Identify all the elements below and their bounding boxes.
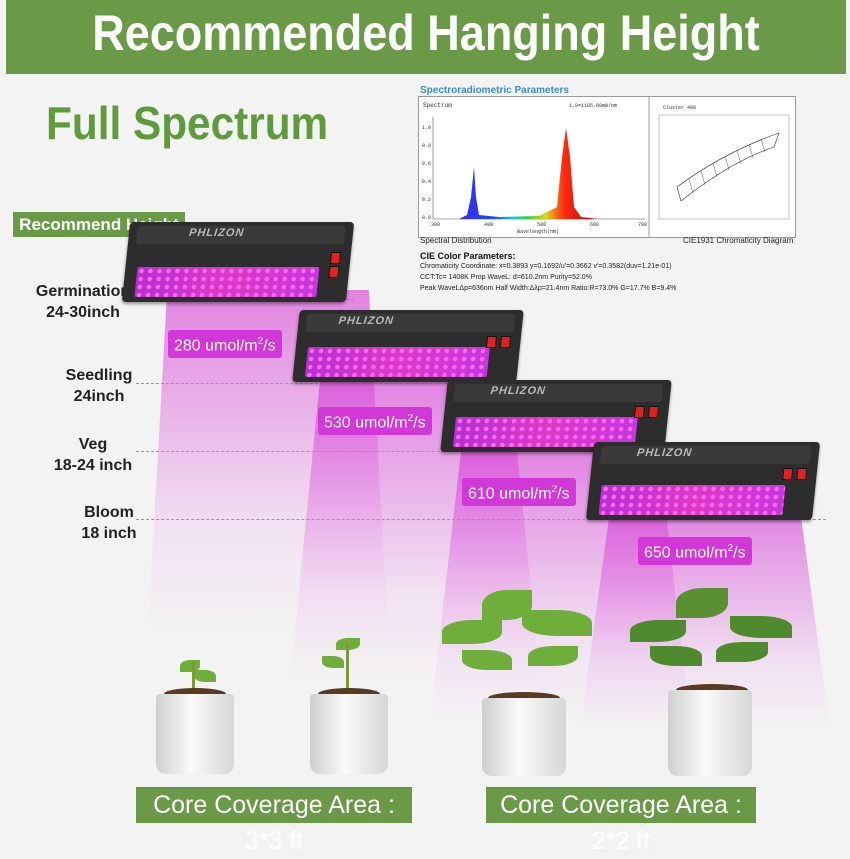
stage-seedling: Seedling 24inch: [34, 365, 164, 407]
x-tick: 380: [431, 222, 440, 228]
height-guide-line: [136, 451, 670, 452]
y-tick: 0.0: [422, 215, 431, 221]
coverage-area-label: Core Coverage Area : 2*2 ft: [486, 787, 756, 855]
full-spectrum-heading: Full Spectrum: [46, 97, 329, 149]
ppfd-badge: 650 umol/m2/s: [638, 537, 752, 566]
stage-name: Veg: [78, 436, 108, 453]
y-tick: 0.8: [422, 143, 431, 149]
plant-pot: [156, 694, 234, 774]
cie-label: Cluster 400: [663, 105, 696, 111]
stage-germination: Germination 24-30inch: [18, 281, 148, 323]
grow-light-2: PHLIZON: [292, 310, 524, 382]
plant-pot: [668, 690, 752, 776]
coverage-area-label: Core Coverage Area : 3*3 ft: [136, 787, 412, 855]
spectral-caption: Spectral Distribution: [420, 236, 492, 245]
height-guide-line: [136, 383, 522, 384]
brand-logo: PHLIZON: [489, 385, 547, 397]
stage-height: 24-30inch: [46, 304, 120, 321]
cie-line: Chromaticity Coordinate: x=0.3893 y=0.16…: [420, 263, 672, 270]
x-axis-label: Wavelength(nm): [517, 229, 559, 235]
spectrum-label: Spectrum: [423, 102, 452, 109]
plant-pot: [482, 698, 566, 776]
y-tick: 0.4: [422, 179, 431, 185]
spectro-title: Spectroradiometric Parameters: [420, 85, 569, 96]
veg-plant: [432, 580, 602, 780]
ppfd-badge: 610 umol/m2/s: [462, 478, 576, 507]
seedling-plant-2: [302, 630, 392, 780]
cie-locus: [676, 132, 780, 202]
y-tick: 0.6: [422, 161, 431, 167]
grow-light-4: PHLIZON: [585, 442, 821, 520]
ppfd-badge: 530 umol/m2/s: [318, 407, 432, 436]
stage-height: 24inch: [73, 388, 125, 405]
stage-height: 18 inch: [81, 525, 137, 542]
title-banner: [6, 0, 846, 74]
stage-veg: Veg 18-24 inch: [28, 434, 158, 476]
brand-logo: PHLIZON: [636, 447, 693, 459]
y-tick: 1.0: [422, 125, 431, 131]
stage-name: Germination: [35, 283, 131, 300]
ppfd-badge: 280 umol/m2/s: [168, 330, 282, 359]
cie-line: CCT:Tc= 1408K Prop WaveL: d=610.2nm Puri…: [420, 274, 592, 281]
brand-logo: PHLIZON: [188, 227, 245, 239]
bloom-plant: [620, 580, 800, 780]
grow-light-1: PHLIZON: [121, 222, 355, 302]
x-tick: 580: [537, 222, 546, 228]
banner-title: Recommended Hanging Height: [92, 5, 760, 61]
brand-logo: PHLIZON: [337, 315, 395, 327]
spectro-chart-box: Spectrum 1.0=1185.60mW/nm 1.0 0.8 0.6 0.…: [418, 96, 796, 238]
y-tick: 0.2: [422, 197, 431, 203]
x-tick: 680: [590, 222, 599, 228]
cie-line: Peak WaveLΔp=636nm Half Width:Δλp=21.4nm…: [420, 285, 677, 292]
cie-caption: CIE1931 Chromaticity Diagram: [683, 236, 794, 245]
height-guide-line: [136, 519, 826, 520]
x-tick: 480: [484, 222, 493, 228]
stage-name: Bloom: [84, 504, 134, 521]
spectral-distribution-chart: Spectrum 1.0=1185.60mW/nm 1.0 0.8 0.6 0.…: [419, 97, 790, 237]
plant-pot: [310, 694, 388, 774]
stage-height: 18-24 inch: [53, 457, 133, 474]
stage-name: Seedling: [65, 367, 133, 384]
spectrum-curve: [459, 128, 599, 219]
spectrum-scale: 1.0=1185.60mW/nm: [569, 103, 617, 109]
seedling-plant-1: [150, 640, 240, 780]
cie-params-title: CIE Color Parameters:: [420, 251, 516, 261]
x-tick: 780: [638, 222, 647, 228]
stage-bloom: Bloom 18 inch: [44, 502, 174, 544]
